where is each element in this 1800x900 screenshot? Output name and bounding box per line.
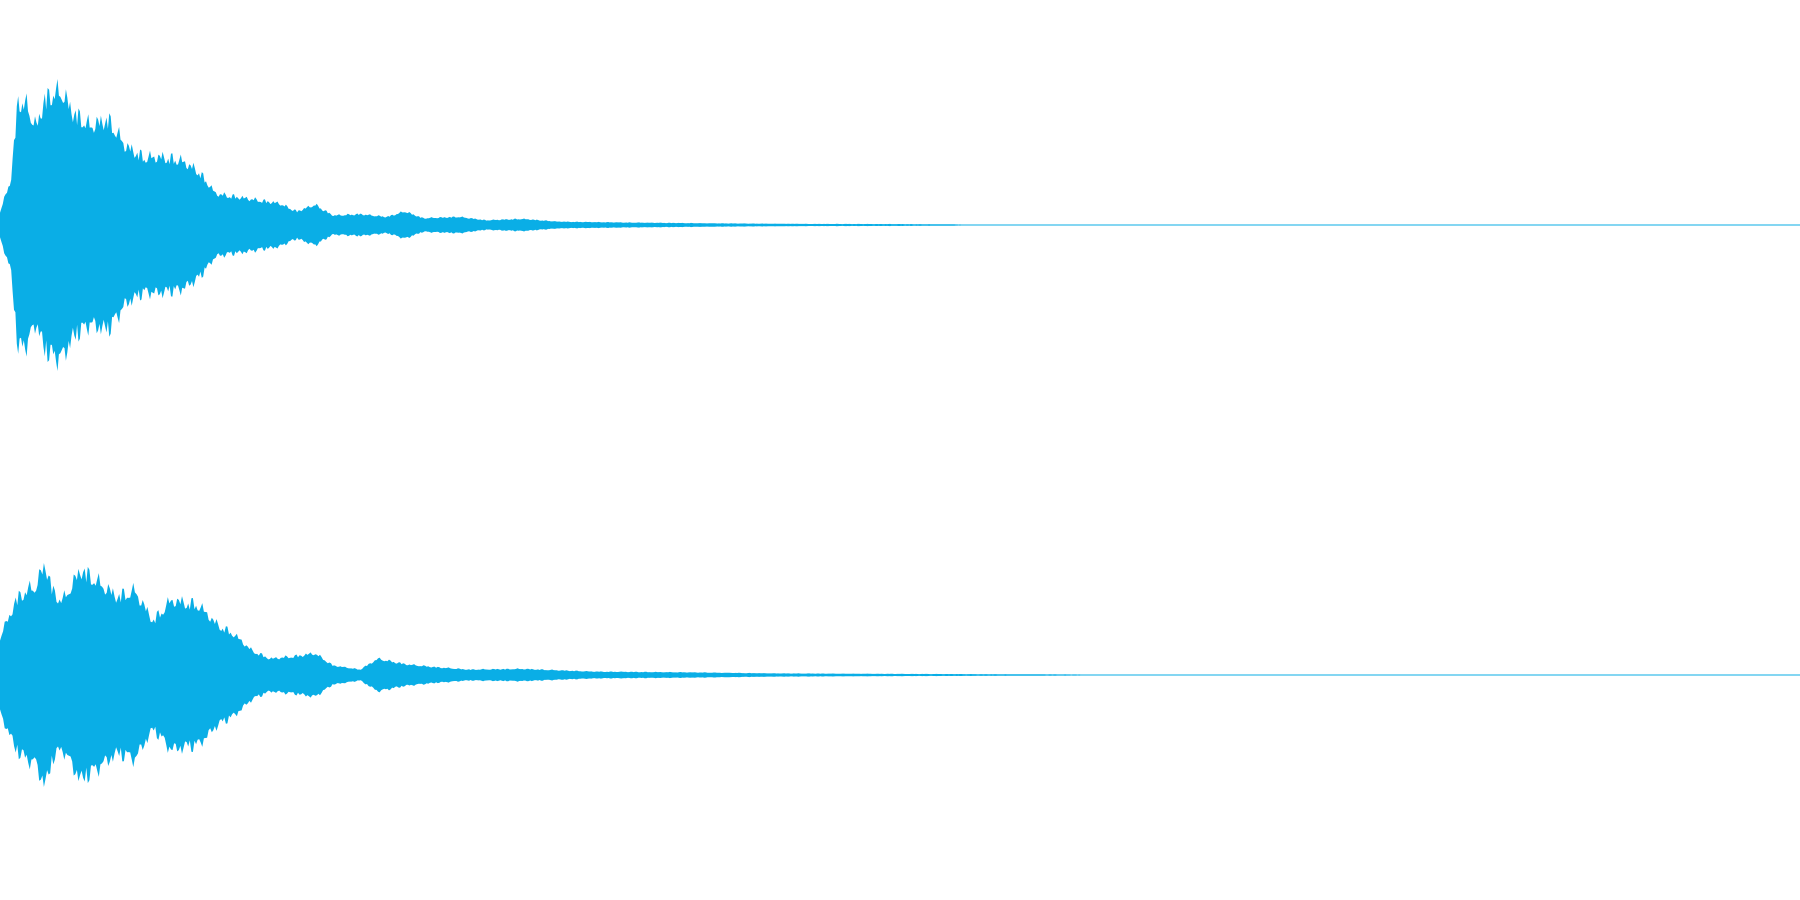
waveform-channel-left [0,79,1800,371]
waveform-channel-right [0,563,1800,787]
waveform-fill-right [0,563,1098,787]
waveform-fill-left [0,79,981,371]
